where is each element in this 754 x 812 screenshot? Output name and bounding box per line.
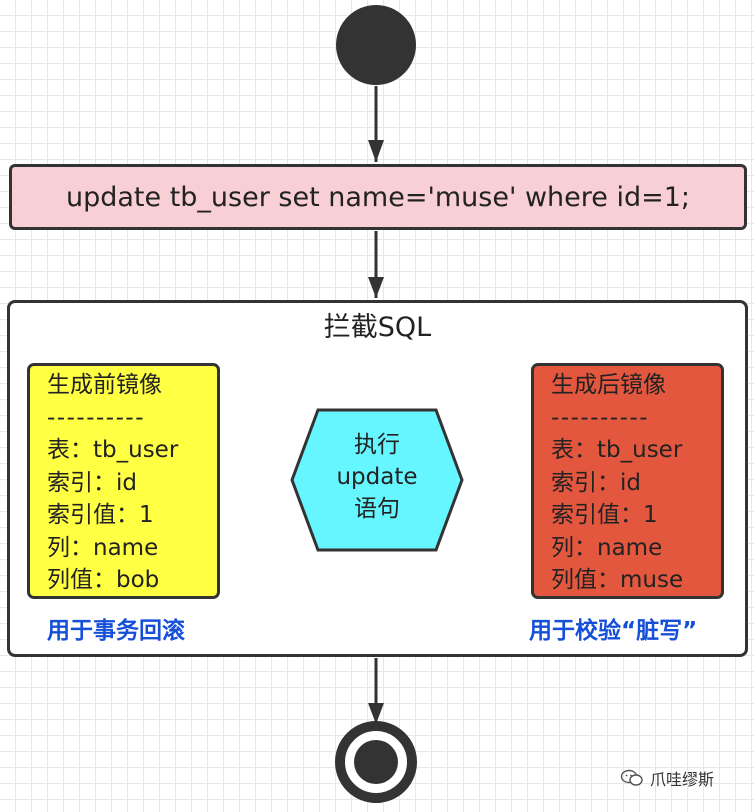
before-image-separator: ---------- (47, 404, 145, 431)
intercept-sql-title: 拦截SQL (323, 312, 432, 343)
sql-statement-box: update tb_user set name='muse' where id=… (9, 164, 747, 230)
execute-line-1: 执行 (354, 432, 400, 458)
before-image-title: 生成前镜像 (47, 372, 162, 398)
before-image-table: 表：tb_user (47, 437, 179, 463)
after-image-separator: ---------- (551, 404, 649, 431)
wechat-icon (620, 769, 643, 786)
after-image-index-value: 索引值：1 (551, 502, 658, 528)
execute-update-hexagon (290, 408, 464, 552)
before-image-index: 索引：id (47, 469, 137, 496)
execute-line-2: update (336, 464, 418, 490)
end-node (335, 721, 417, 803)
before-image-column-value: 列值：bob (47, 567, 160, 593)
before-image-box: 生成前镜像 ---------- 表：tb_user 索引：id 索引值：1 列… (27, 363, 220, 599)
after-image-column: 列：name (551, 534, 663, 561)
execute-update-label: 执行 update 语句 (302, 429, 452, 525)
after-image-index: 索引：id (551, 469, 641, 496)
before-image-column: 列：name (47, 534, 159, 561)
after-image-box: 生成后镜像 ---------- 表：tb_user 索引：id 索引值：1 列… (531, 363, 724, 599)
execute-line-3: 语句 (354, 496, 400, 522)
after-image-caption: 用于校验“脏写” (529, 618, 698, 644)
after-image-title: 生成后镜像 (551, 372, 666, 398)
after-image-table: 表：tb_user (551, 437, 683, 463)
start-node (336, 5, 416, 85)
after-image-column-value: 列值：muse (551, 567, 684, 593)
before-image-caption: 用于事务回滚 (47, 618, 185, 644)
sql-statement-text: update tb_user set name='muse' where id=… (65, 181, 691, 213)
before-image-index-value: 索引值：1 (47, 502, 154, 528)
watermark-text: 爪哇缪斯 (650, 770, 715, 789)
watermark: 爪哇缪斯 (620, 766, 714, 790)
